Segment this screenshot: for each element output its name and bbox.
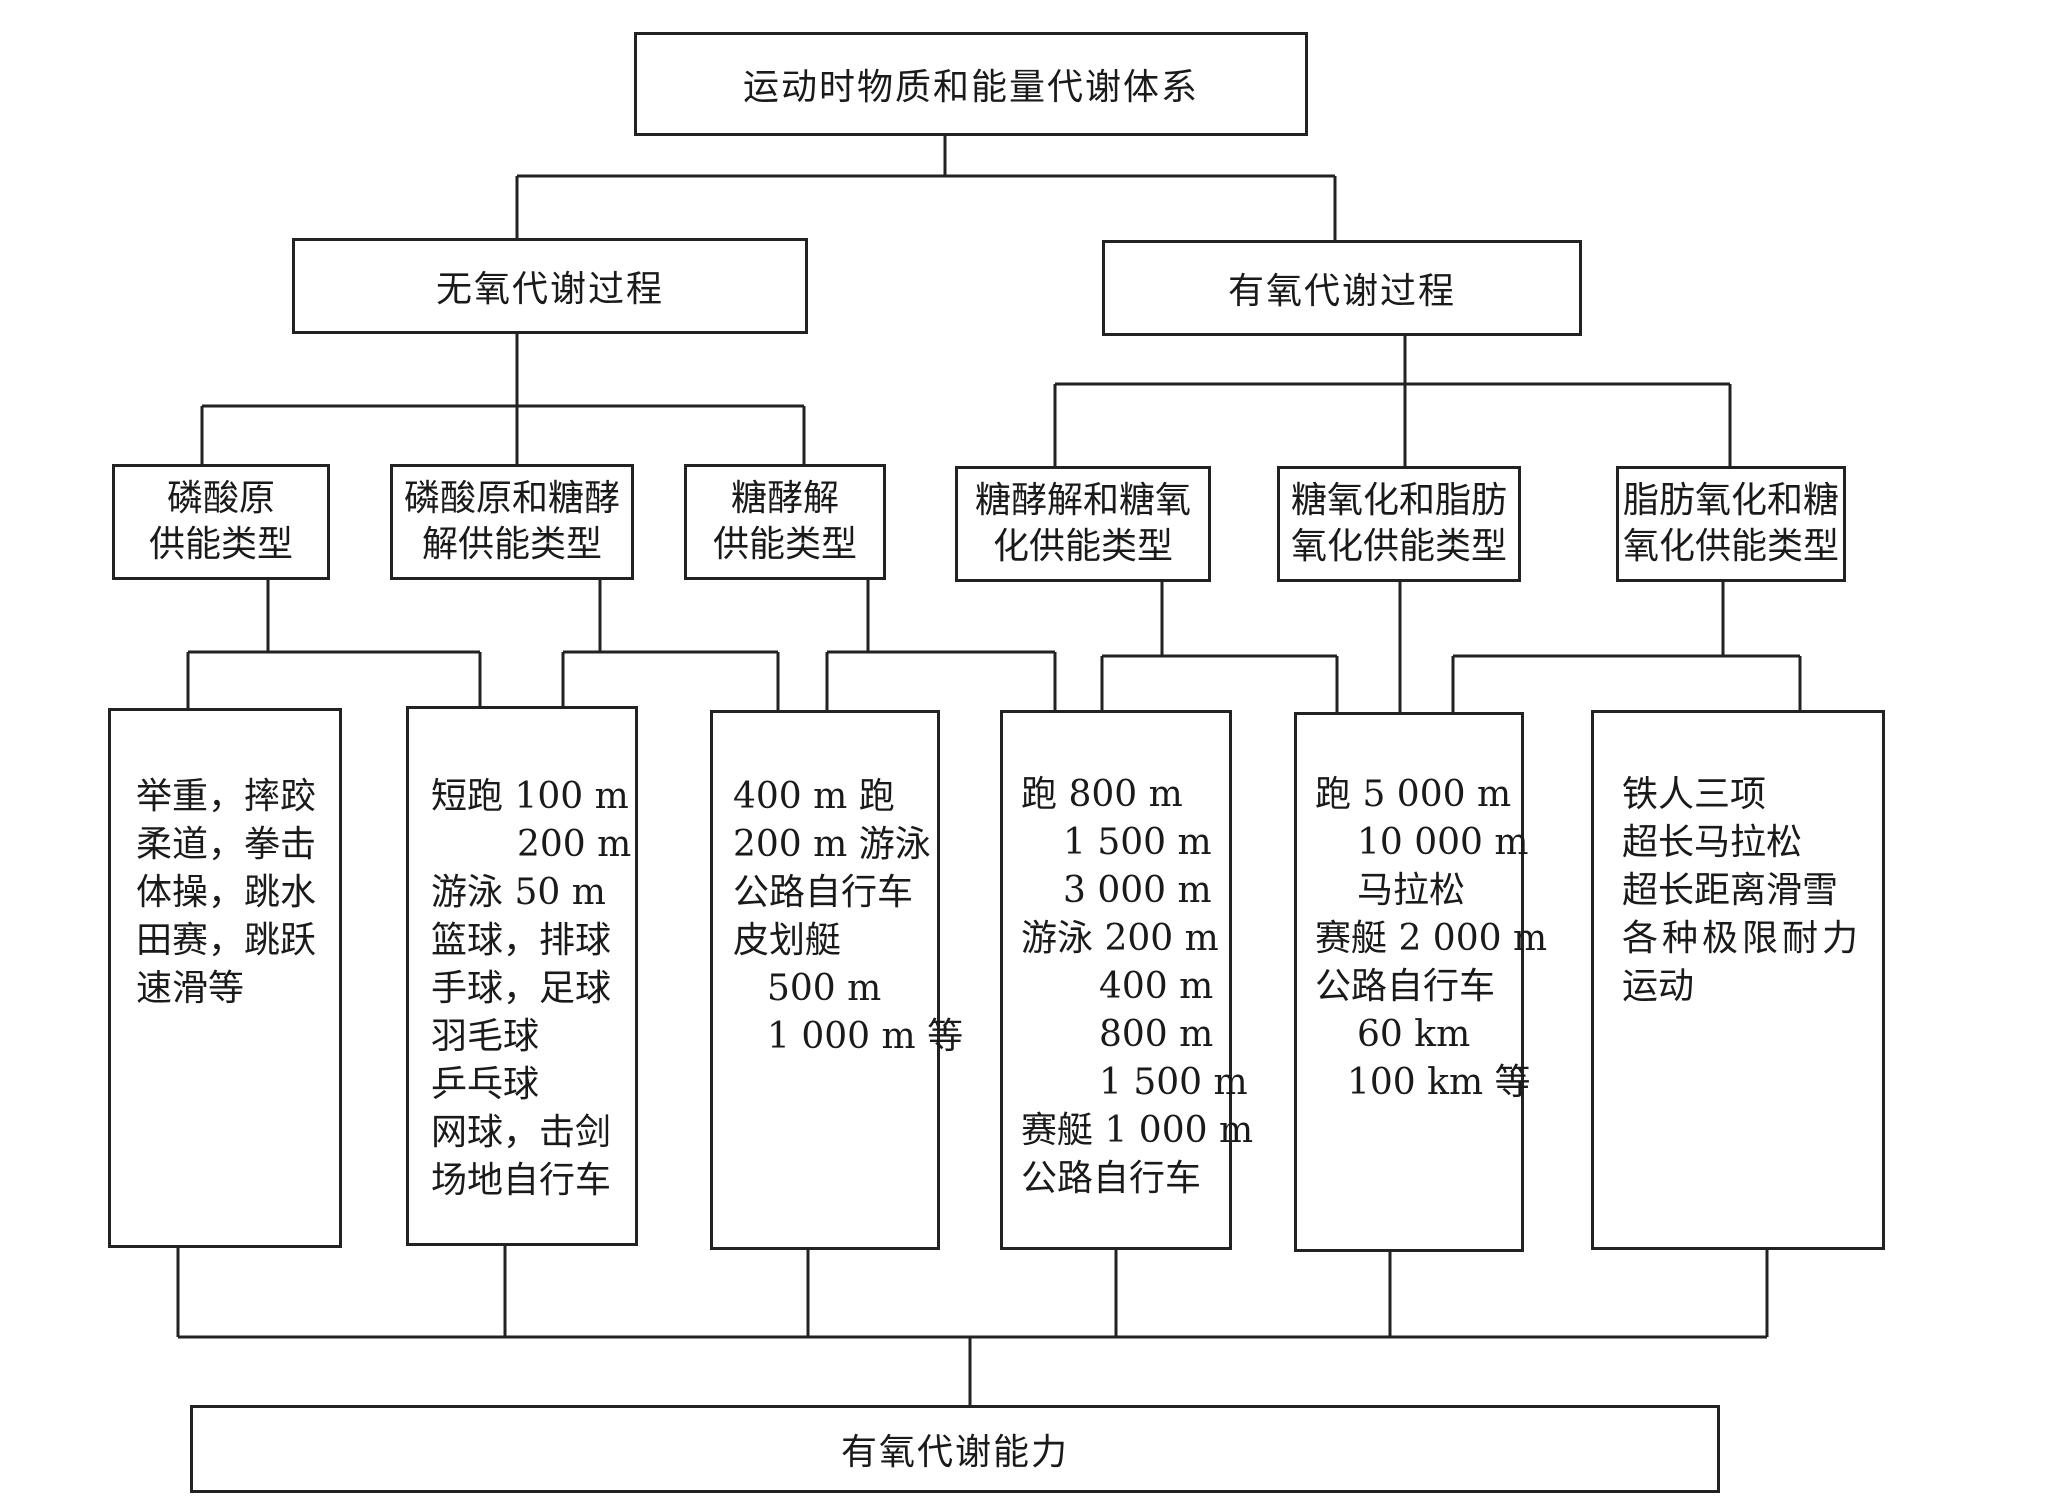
sport-line: 公路自行车 (1021, 1158, 1202, 1199)
sport-box-4: 跑 800 m 1 500 m 3 000 m 游泳 200 m 400 m 8… (1000, 710, 1253, 1250)
anaerobic-process-box: 无氧代谢过程 (292, 238, 808, 334)
sport-line: 柔道，拳击 (136, 824, 317, 865)
type-line: 供能类型 (148, 524, 293, 565)
sport-box-5: 跑 5 000 m 10 000 m 马拉松 赛艇 2 000 m 公路自行车 … (1294, 712, 1547, 1252)
type-line: 磷酸原 (166, 478, 275, 519)
sport-line: 游泳 200 m (1021, 918, 1219, 959)
type-box-glycolysis: 糖酵解 供能类型 (684, 464, 886, 580)
result-label: 有氧代谢能力 (840, 1432, 1069, 1473)
sport-box-6: 铁人三项 超长马拉松 超长距离滑雪 各种极限耐力 运动 (1591, 710, 1885, 1250)
type-line: 氧化供能类型 (1622, 526, 1839, 567)
sport-line: 400 m 跑 (733, 776, 895, 817)
sport-line: 100 km 等 (1347, 1062, 1531, 1103)
sport-line: 公路自行车 (733, 872, 914, 913)
type-line: 脂肪氧化和糖 (1622, 480, 1839, 521)
sport-line: 赛艇 1 000 m (1021, 1110, 1254, 1151)
sport-line: 3 000 m (1063, 870, 1212, 911)
sport-line: 羽毛球 (431, 1016, 540, 1057)
sport-line: 运动 (1622, 966, 1695, 1007)
sport-line: 体操，跳水 (136, 872, 317, 913)
sport-line: 60 km (1357, 1014, 1471, 1055)
sport-line: 田赛，跳跃 (136, 920, 317, 961)
sport-line: 超长马拉松 (1622, 822, 1803, 863)
aerobic-process-box: 有氧代谢过程 (1102, 240, 1582, 336)
type-box-fat-glucose-oxidation: 脂肪氧化和糖 氧化供能类型 (1616, 466, 1846, 582)
sport-line: 短跑 100 m (431, 776, 629, 817)
sport-box-1: 举重，摔跤 柔道，拳击 体操，跳水 田赛，跳跃 速滑等 (108, 708, 342, 1248)
sport-line: 游泳 50 m (431, 872, 606, 913)
type-line: 供能类型 (712, 524, 857, 565)
type-line: 糖酵解和糖氧 (974, 480, 1191, 521)
sport-line: 1 000 m 等 (767, 1016, 964, 1057)
sport-box-2: 短跑 100 m 200 m 游泳 50 m 篮球，排球 手球，足球 羽毛球 乒… (406, 706, 638, 1246)
sport-line: 200 m (517, 824, 632, 865)
anaerobic-process-label: 无氧代谢过程 (435, 269, 664, 310)
type-box-phosphagen-glycolysis: 磷酸原和糖酵 解供能类型 (390, 464, 634, 580)
type-line: 糖酵解 (730, 478, 839, 519)
type-box-phosphagen: 磷酸原 供能类型 (112, 464, 330, 580)
type-line: 解供能类型 (421, 524, 602, 565)
sport-line: 400 m (1099, 966, 1214, 1007)
type-line: 磷酸原和糖酵 (403, 478, 620, 519)
sport-line: 各种极限耐力 (1622, 918, 1863, 959)
sport-line: 手球，足球 (431, 968, 612, 1009)
type-box-glycolysis-glucose-oxidation: 糖酵解和糖氧 化供能类型 (955, 466, 1211, 582)
type-line: 氧化供能类型 (1290, 526, 1507, 567)
aerobic-process-label: 有氧代谢过程 (1227, 271, 1456, 312)
sport-line: 公路自行车 (1315, 966, 1496, 1007)
type-box-glucose-fat-oxidation: 糖氧化和脂肪 氧化供能类型 (1277, 466, 1521, 582)
root-box: 运动时物质和能量代谢体系 (634, 32, 1308, 136)
sport-line: 速滑等 (136, 968, 245, 1009)
sport-box-3: 400 m 跑 200 m 游泳 公路自行车 皮划艇 500 m 1 000 m… (710, 710, 963, 1250)
sport-line: 铁人三项 (1622, 774, 1767, 815)
sport-line: 跑 800 m (1021, 774, 1183, 815)
sport-line: 举重，摔跤 (136, 776, 317, 817)
type-line: 化供能类型 (992, 526, 1173, 567)
sport-line: 500 m (767, 968, 882, 1009)
sport-line: 赛艇 2 000 m (1315, 918, 1548, 959)
sport-line: 1 500 m (1099, 1062, 1248, 1103)
sport-line: 篮球，排球 (431, 920, 612, 961)
type-line: 糖氧化和脂肪 (1290, 480, 1507, 521)
root-title: 运动时物质和能量代谢体系 (742, 67, 1199, 108)
sport-line: 200 m 游泳 (733, 824, 931, 865)
sport-line: 800 m (1099, 1014, 1214, 1055)
sport-line: 乒乓球 (431, 1064, 540, 1105)
sport-line: 跑 5 000 m (1315, 774, 1512, 815)
sport-line: 超长距离滑雪 (1622, 870, 1839, 911)
result-box: 有氧代谢能力 (190, 1405, 1720, 1493)
sport-line: 皮划艇 (733, 920, 842, 961)
sport-line: 场地自行车 (431, 1160, 612, 1201)
sport-line: 网球，击剑 (431, 1112, 612, 1153)
sport-line: 10 000 m (1357, 822, 1529, 863)
sport-line: 1 500 m (1063, 822, 1212, 863)
sport-line: 马拉松 (1357, 870, 1466, 911)
